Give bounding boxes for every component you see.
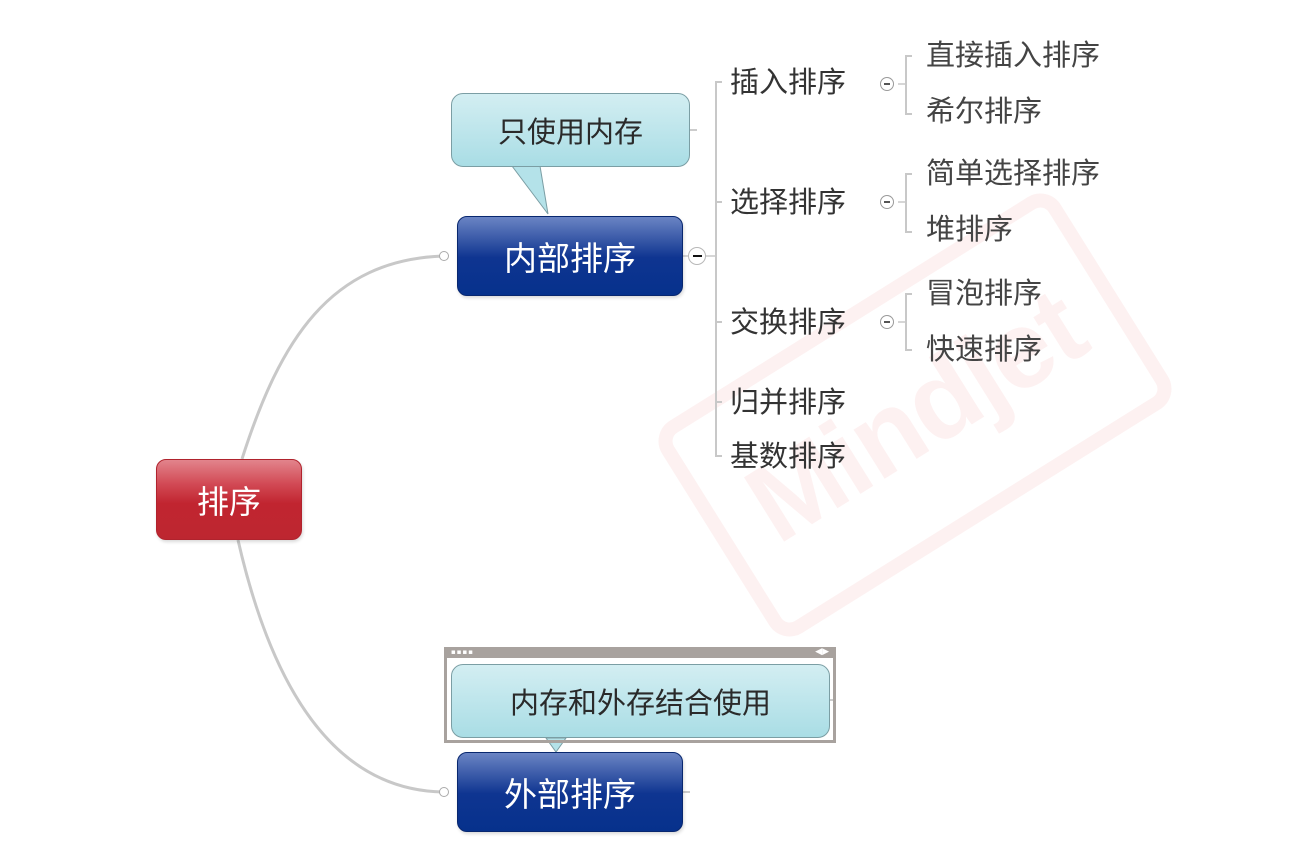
- subtopic-merge-sort[interactable]: 归并排序: [730, 385, 847, 419]
- central-topic-label: 排序: [196, 482, 261, 521]
- central-topic[interactable]: 排序: [156, 459, 302, 540]
- callout-selection-frame[interactable]: ▪▪▪▪ ◀▶: [444, 647, 836, 743]
- leaf-shell-sort[interactable]: 希尔排序: [926, 94, 1043, 128]
- callout-internal-memory[interactable]: 只使用内存: [451, 93, 690, 167]
- collapse-insertion-icon[interactable]: [880, 77, 894, 91]
- leaf-quick-sort[interactable]: 快速排序: [926, 332, 1043, 366]
- connector-anchor-internal: [439, 251, 449, 261]
- leaf-bubble-sort[interactable]: 冒泡排序: [926, 276, 1043, 310]
- subtopic-insertion-sort[interactable]: 插入排序: [730, 65, 847, 99]
- callout-external-label: 内存和外存结合使用: [509, 686, 771, 720]
- callout-external-memory[interactable]: 内存和外存结合使用: [451, 664, 830, 738]
- leaf-straight-insertion-sort[interactable]: 直接插入排序: [926, 38, 1101, 72]
- connector-anchor-external: [439, 787, 449, 797]
- main-topic-internal-label: 内部排序: [504, 239, 636, 278]
- collapse-selection-icon[interactable]: [880, 195, 894, 209]
- collapse-exchange-icon[interactable]: [880, 315, 894, 329]
- leaf-heap-sort[interactable]: 堆排序: [926, 212, 1014, 246]
- drag-handle-icon[interactable]: ▪▪▪▪: [451, 648, 474, 656]
- main-topic-external-sort[interactable]: 外部排序: [457, 752, 683, 832]
- main-topic-internal-sort[interactable]: 内部排序: [457, 216, 683, 296]
- main-topic-external-label: 外部排序: [504, 775, 636, 814]
- subtopic-radix-sort[interactable]: 基数排序: [730, 439, 847, 473]
- callout-internal-label: 只使用内存: [497, 115, 643, 149]
- resize-arrows-icon[interactable]: ◀▶: [815, 647, 829, 657]
- subtopic-selection-sort[interactable]: 选择排序: [730, 185, 847, 219]
- subtopic-exchange-sort[interactable]: 交换排序: [730, 305, 847, 339]
- collapse-internal-icon[interactable]: [688, 247, 706, 265]
- leaf-simple-selection-sort[interactable]: 简单选择排序: [926, 156, 1101, 190]
